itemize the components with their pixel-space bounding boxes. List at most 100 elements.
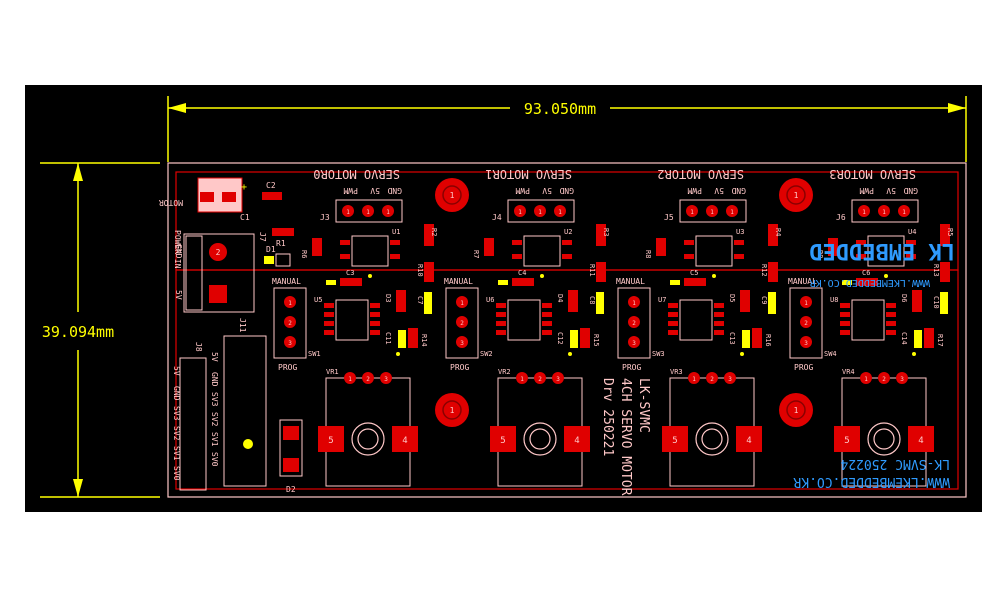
cap-b-0 <box>424 292 432 314</box>
u-top-ref-3: U4 <box>908 228 916 236</box>
switch-outline-1 <box>445 287 479 359</box>
jack-ref-0: J3 <box>320 213 330 222</box>
res-top-0 <box>424 224 434 246</box>
u-bottom-pad-l-1-1 <box>496 312 506 317</box>
jack-pad-1 <box>209 285 227 303</box>
servo-header-pin-label-2-2: 1 <box>730 209 734 216</box>
sw-ref-0: SW1 <box>308 350 321 358</box>
res-top-ref-3: R5 <box>946 228 954 236</box>
cap-c-1 <box>570 330 578 348</box>
pot-knob-outer-1 <box>523 422 557 456</box>
res-top-2 <box>768 224 778 246</box>
servo-header-pin-3-2 <box>898 205 910 217</box>
u-bottom-pad-l-2-3 <box>668 330 678 335</box>
cap-a-1 <box>512 278 534 286</box>
d1-ref: D1 <box>266 245 276 254</box>
u-top-pad-r-0-0 <box>390 240 400 245</box>
u-bottom-1 <box>507 299 541 341</box>
mounting-hole-0 <box>435 178 469 212</box>
j8-ref: J8 <box>194 342 203 352</box>
mounting-hole-label-3: 1 <box>794 406 799 415</box>
label-5v-power: 5V <box>174 290 183 300</box>
pot-top-pin-label-2-1: 2 <box>710 376 714 383</box>
cap-b-ref-2: C9 <box>760 296 768 304</box>
u-bottom-pad-l-3-2 <box>840 321 850 326</box>
u-bottom-pad-r-0-0 <box>370 303 380 308</box>
res-b-2 <box>752 328 762 348</box>
u-bottom-pad-r-2-2 <box>714 321 724 326</box>
mounting-holes: 1 1 1 1 <box>435 178 813 427</box>
pot-top-pin-0-1 <box>362 372 374 384</box>
servo-header-pin-label-1-1: 1 <box>538 209 542 216</box>
switch-pin-0-0 <box>284 296 296 308</box>
c2-ref: C2 <box>266 181 276 190</box>
pot-top-pin-3-2 <box>896 372 908 384</box>
diode-1 <box>568 290 578 312</box>
pot-top-pin-1-2 <box>552 372 564 384</box>
res-b-ref-2: R16 <box>764 334 772 347</box>
manual-label-1: MANUAL <box>444 277 473 286</box>
u-bottom-pad-r-0-2 <box>370 321 380 326</box>
servo-header-pin-2-0 <box>686 205 698 217</box>
mounting-hole-label-1: 1 <box>794 191 799 200</box>
res-a-1 <box>596 262 606 282</box>
switch-pin-label-2-1: 2 <box>632 320 636 327</box>
jack-outline <box>183 233 255 313</box>
sw-ref-2: SW3 <box>652 350 665 358</box>
res-a-0 <box>424 262 434 282</box>
d1-pad <box>264 256 274 264</box>
res-left-3 <box>828 238 838 256</box>
u-bottom-pad-r-0-1 <box>370 312 380 317</box>
switch-pin-label-1-0: 1 <box>460 300 464 307</box>
u-bottom-pad-r-1-3 <box>542 330 552 335</box>
mounting-hole-ring-2 <box>442 400 462 420</box>
pot-top-pin-label-1-0: 1 <box>520 376 524 383</box>
jack-pad-2 <box>209 243 227 261</box>
diode-0 <box>396 290 406 312</box>
switch-pin-3-0 <box>800 296 812 308</box>
u-top-pad-r-1-1 <box>562 254 572 259</box>
pot-top-pin-label-0-0: 1 <box>348 376 352 383</box>
servo-header-pin-label-2-1: 1 <box>710 209 714 216</box>
res-top-ref-2: R4 <box>774 228 782 236</box>
cap-c-ref-2: C13 <box>728 332 736 345</box>
u-bottom-ref-2: U7 <box>658 296 666 304</box>
pin-label-2-0: PWM <box>687 186 702 195</box>
pot-pad-right-1 <box>564 426 590 452</box>
j8-row-label-4: SV1 <box>172 446 181 461</box>
u-bottom-pad-l-0-0 <box>324 303 334 308</box>
servo-header-pin-label-1-2: 1 <box>558 209 562 216</box>
u-bottom-pad-l-0-3 <box>324 330 334 335</box>
bottom-text-0: LK-SVMC 250224 <box>840 456 950 471</box>
cap-a-yellow-1 <box>498 280 508 285</box>
switch-pin-label-1-2: 3 <box>460 340 464 347</box>
res-top-1 <box>596 224 606 246</box>
u-bottom-2 <box>679 299 713 341</box>
cap-c-ref-1: C12 <box>556 332 564 345</box>
u-bottom-pad-l-3-0 <box>840 303 850 308</box>
u-bottom-pad-r-1-0 <box>542 303 552 308</box>
cap-c-ref-3: C14 <box>900 332 908 345</box>
res-a-ref-2: R12 <box>760 264 768 277</box>
r1-ref: R1 <box>276 239 286 248</box>
servo-header-pin-label-2-0: 1 <box>690 209 694 216</box>
u-bottom-pad-l-0-2 <box>324 321 334 326</box>
res-left-1 <box>484 238 494 256</box>
pot-pad-left-1 <box>490 426 516 452</box>
j8-row2-label-2: SV3 <box>210 392 219 407</box>
jack-ref-1: J4 <box>492 213 502 222</box>
manual-label-0: MANUAL <box>272 277 301 286</box>
res-top-ref-0: R2 <box>430 228 438 236</box>
pot-pad-right-3 <box>908 426 934 452</box>
cap-a-ref-2: C5 <box>690 269 698 277</box>
pot-pad-left-3 <box>834 426 860 452</box>
switch-pin-label-2-2: 3 <box>632 340 636 347</box>
switch-pin-label-3-1: 2 <box>804 320 808 327</box>
sw-ref-1: SW2 <box>480 350 493 358</box>
center-text-2: Drv 250221 <box>600 378 615 456</box>
res-left-ref-1: R7 <box>472 250 480 258</box>
switch-pin-label-2-0: 1 <box>632 300 636 307</box>
